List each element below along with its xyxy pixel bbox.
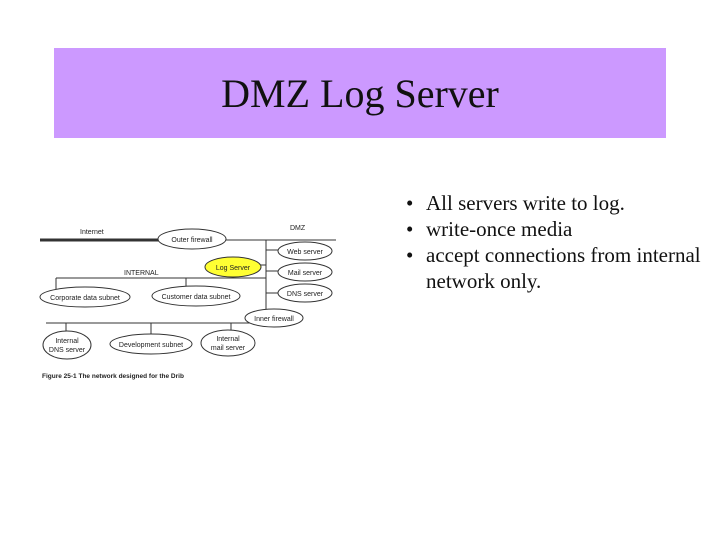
web-server-label: Web server: [287, 249, 323, 256]
internal-mail-node: [200, 329, 256, 357]
bullet-text: All servers write to log.: [426, 191, 625, 215]
internal-dns-node: [42, 330, 92, 360]
corporate-subnet-label: Corporate data subnet: [50, 295, 120, 302]
bullet-dot-icon: •: [406, 243, 414, 267]
title-bar: DMZ Log Server: [54, 48, 666, 138]
development-subnet-node: [109, 333, 193, 355]
internal-mail-label-line1: Internal: [216, 336, 240, 343]
dmz-label: DMZ: [290, 225, 306, 232]
log-server-node: [204, 256, 262, 278]
inner-firewall-label: Inner firewall: [254, 316, 294, 323]
diagram-labels: Internet DMZ INTERNAL Outer firewall Log…: [42, 225, 324, 380]
network-diagram: Internet DMZ INTERNAL Outer firewall Log…: [36, 218, 346, 386]
development-subnet-label: Development subnet: [119, 342, 183, 349]
bullet-item: • All servers write to log.: [406, 190, 706, 216]
bullet-dot-icon: •: [406, 191, 414, 215]
bullet-dot-icon: •: [406, 217, 414, 241]
slide-title: DMZ Log Server: [221, 70, 499, 116]
dns-server-node: [277, 283, 333, 303]
bullet-list: • All servers write to log. • write-once m…: [406, 190, 706, 294]
mail-server-label: Mail server: [288, 270, 323, 277]
diagram-nodes: [39, 228, 333, 360]
dns-server-label: DNS server: [287, 291, 324, 298]
internet-label: Internet: [80, 229, 104, 236]
network-diagram-svg: Internet DMZ INTERNAL Outer firewall Log…: [39, 225, 336, 380]
log-server-label: Log Server: [216, 265, 251, 272]
internal-dns-label-line2: DNS server: [49, 347, 86, 354]
customer-subnet-node: [151, 285, 241, 307]
internal-mail-label-line2: mail server: [211, 345, 246, 352]
outer-firewall-node: [157, 228, 227, 250]
bullet-item: • accept connections from internal networ…: [406, 242, 706, 294]
bullet-item: • write-once media: [406, 216, 706, 242]
outer-firewall-label: Outer firewall: [171, 237, 213, 244]
customer-subnet-label: Customer data subnet: [162, 294, 231, 301]
bullet-text: accept connections from internal network…: [426, 243, 701, 293]
internal-dns-label-line1: Internal: [55, 338, 79, 345]
bullet-text: write-once media: [426, 217, 573, 241]
internal-label: INTERNAL: [124, 270, 159, 277]
corporate-subnet-node: [39, 286, 131, 308]
figure-caption: Figure 25-1 The network designed for the…: [42, 373, 184, 380]
mail-server-node: [277, 262, 333, 282]
inner-firewall-node: [244, 308, 304, 328]
web-server-node: [277, 241, 333, 261]
